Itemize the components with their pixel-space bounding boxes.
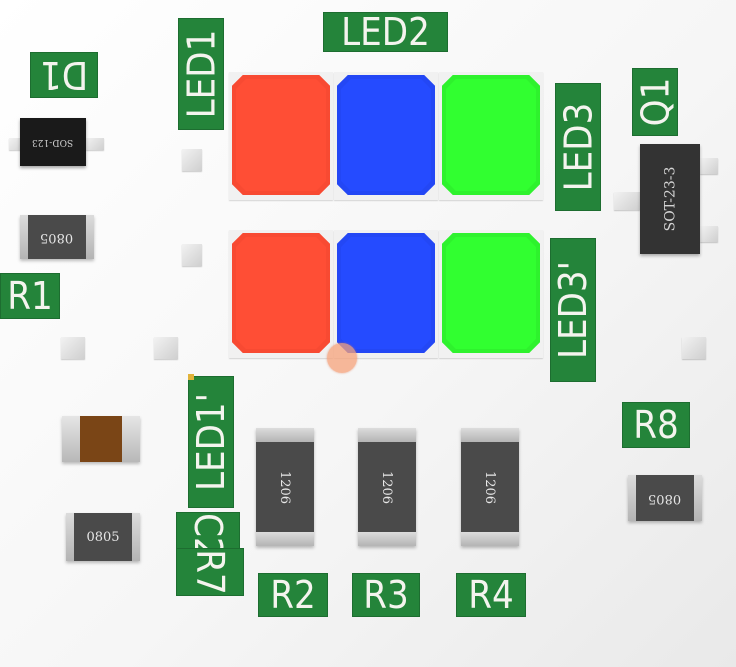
- r8-pad: [682, 337, 706, 359]
- led-green-top[interactable]: [439, 72, 543, 200]
- d1-marking: SOD-123: [32, 137, 74, 147]
- resistor-cap-bottom: [461, 532, 519, 546]
- led1-prime-marker: [188, 374, 194, 380]
- capacitor-end-left: [62, 416, 80, 462]
- resistor-cap-top: [256, 428, 314, 442]
- q1-transistor-body[interactable]: SOT-23-3: [640, 144, 700, 254]
- resistor-0805-left-top[interactable]: 0805: [20, 215, 94, 259]
- resistor-cap-bottom: [256, 532, 314, 546]
- led1-pad-top: [182, 149, 202, 171]
- resistor-cap-right: [132, 513, 140, 561]
- q1-marking: SOT-23-3: [662, 166, 679, 232]
- led-green-bottom-lens: [442, 233, 540, 353]
- led-blue-top-lens: [337, 75, 435, 195]
- led-red-top[interactable]: [229, 72, 333, 200]
- resistor-marking: 0805: [40, 229, 74, 245]
- label-led3: LED3: [555, 83, 601, 211]
- resistor-cap-left: [628, 475, 636, 521]
- capacitor-c2[interactable]: [62, 416, 140, 462]
- label-r1: R1: [0, 273, 60, 319]
- d1-diode-body[interactable]: SOD-123: [20, 118, 86, 166]
- resistor-r3-1206[interactable]: 1206: [358, 428, 416, 546]
- label-r4: R4: [456, 573, 526, 617]
- label-led2: LED2: [323, 12, 448, 52]
- label-d1: D1: [30, 52, 98, 98]
- label-led1: LED1: [178, 18, 224, 130]
- led-blue-top[interactable]: [334, 72, 438, 200]
- resistor-cap-left: [20, 215, 28, 259]
- label-led1-prime: LED1': [188, 376, 234, 508]
- resistor-r2-1206[interactable]: 1206: [256, 428, 314, 546]
- r1-pad-left: [61, 337, 85, 359]
- resistor-marking: 0805: [86, 529, 120, 545]
- resistor-marking: 1206: [482, 470, 498, 504]
- q1-pin-left: [614, 192, 640, 210]
- led-red-bottom-lens: [232, 233, 330, 353]
- resistor-marking: 0805: [648, 490, 682, 506]
- label-r3: R3: [352, 573, 420, 617]
- cursor-marker: [327, 343, 357, 373]
- resistor-marking: 1206: [379, 470, 395, 504]
- q1-pin-top-right: [700, 158, 718, 174]
- resistor-marking: 1206: [277, 470, 293, 504]
- resistor-cap-top: [461, 428, 519, 442]
- resistor-cap-right: [694, 475, 702, 521]
- capacitor-end-right: [122, 416, 140, 462]
- label-r8: R8: [622, 402, 690, 448]
- led-red-top-lens: [232, 75, 330, 195]
- r1-pad-right: [154, 337, 178, 359]
- q1-pin-bottom-right: [700, 226, 718, 242]
- led-blue-bottom[interactable]: [334, 230, 438, 358]
- label-r7: R7: [176, 548, 244, 596]
- capacitor-body: [80, 416, 122, 462]
- resistor-cap-right: [86, 215, 94, 259]
- led-blue-bottom-lens: [337, 233, 435, 353]
- led-red-bottom[interactable]: [229, 230, 333, 358]
- label-led3-prime: LED3': [550, 238, 596, 382]
- led-green-top-lens: [442, 75, 540, 195]
- resistor-0805-left-bottom[interactable]: 0805: [66, 513, 140, 561]
- led1-pad-bottom: [182, 244, 202, 266]
- resistor-cap-left: [66, 513, 74, 561]
- resistor-0805-right[interactable]: 0805: [628, 475, 702, 521]
- resistor-r4-1206[interactable]: 1206: [461, 428, 519, 546]
- label-q1: Q1: [632, 68, 678, 136]
- resistor-cap-bottom: [358, 532, 416, 546]
- led-green-bottom[interactable]: [439, 230, 543, 358]
- d1-pad-right: [86, 138, 104, 150]
- resistor-cap-top: [358, 428, 416, 442]
- label-r2: R2: [258, 573, 328, 617]
